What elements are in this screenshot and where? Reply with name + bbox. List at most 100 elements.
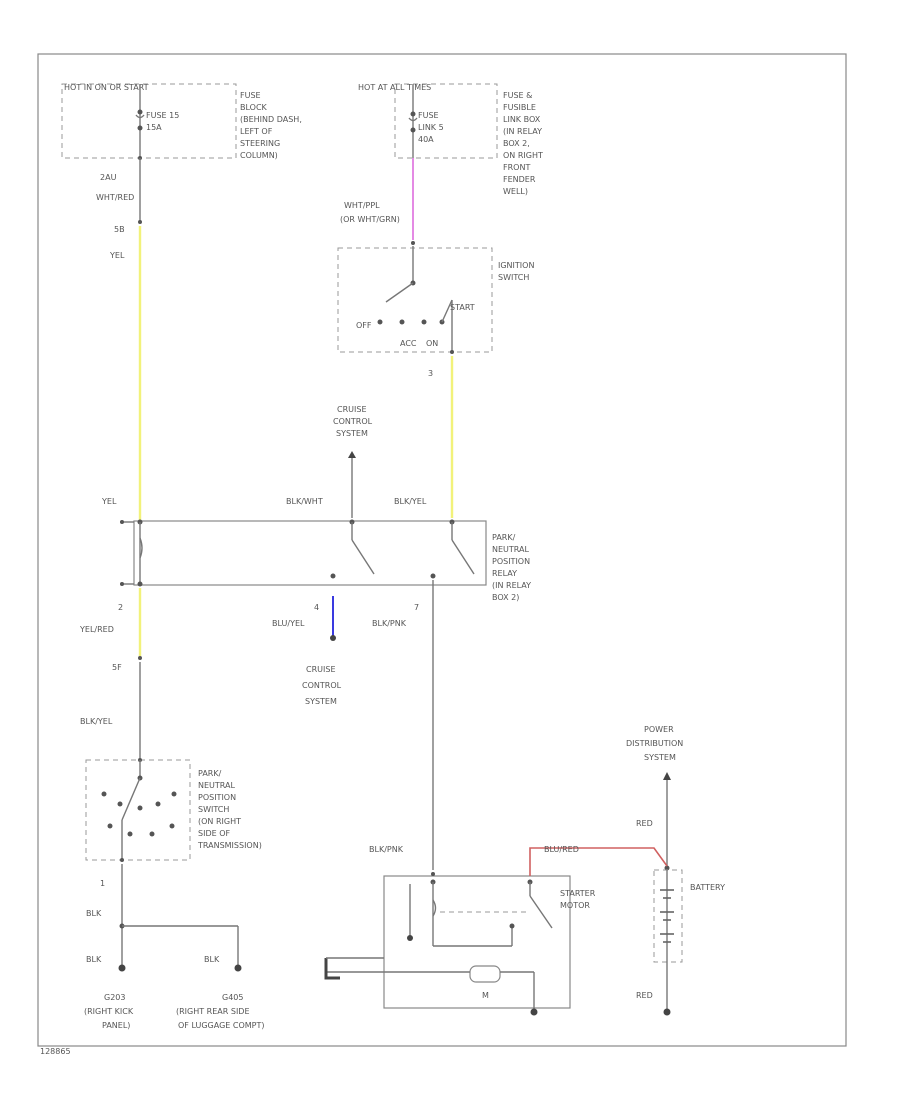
ignition-contact-acc xyxy=(399,319,405,325)
wire-label-yel-upper: YEL xyxy=(109,251,125,260)
fusible-box-loc-4: (IN RELAY xyxy=(503,127,542,136)
wire-label-5b: 5B xyxy=(114,225,125,234)
fusible-box-loc-9: WELL) xyxy=(503,187,528,196)
pnp-label-2: NEUTRAL xyxy=(198,781,235,790)
cruise-bottom-terminal xyxy=(330,635,336,641)
g405-label-1: G405 xyxy=(222,993,243,1002)
pnp-label-3: POSITION xyxy=(198,793,236,802)
fusible-box-loc-8: FENDER xyxy=(503,175,536,184)
fuse-block-loc-1: FUSE xyxy=(240,91,261,100)
relay-label-1: PARK/ xyxy=(492,533,516,542)
battery-ground-icon xyxy=(663,1008,671,1016)
pnp-switch-blade xyxy=(121,777,141,821)
ignition-switch-label-2: SWITCH xyxy=(498,273,529,282)
pnp-label-4: SWITCH xyxy=(198,805,229,814)
g405-label-3: OF LUGGAGE COMPT) xyxy=(178,1021,265,1030)
fusible-box-loc-2: FUSIBLE xyxy=(503,103,536,112)
starter-label-1: STARTER xyxy=(560,889,596,898)
ignition-switch-outline xyxy=(337,247,493,353)
wire-label-pin-2: 2 xyxy=(118,603,123,612)
cruise-bottom-label-2: CONTROL xyxy=(302,681,342,690)
g405-label-2: (RIGHT REAR SIDE xyxy=(176,1007,250,1016)
fuse-15-label: FUSE 15 xyxy=(146,111,179,120)
fuse-15-rating: 15A xyxy=(146,123,162,132)
fusible-box-loc-3: LINK BOX xyxy=(503,115,541,124)
fuse-block-loc-5: STEERING xyxy=(240,139,280,148)
pnp-switch-outline xyxy=(85,759,191,861)
fusible-box-loc-1: FUSE & xyxy=(503,91,532,100)
fuse-block-loc-4: LEFT OF xyxy=(240,127,273,136)
starter-m-label: M xyxy=(482,991,489,1000)
pnp-label-6: SIDE OF xyxy=(198,829,230,838)
g203-label-3: PANEL) xyxy=(102,1021,130,1030)
wire-label-blk-c: BLK xyxy=(204,955,220,964)
park-neutral-relay: YEL BLK/WHT BLK/YEL PARK/ NEUTRAL POSITI… xyxy=(101,497,531,602)
g203-label-2: (RIGHT KICK xyxy=(84,1007,134,1016)
relay-label-5: (IN RELAY xyxy=(492,581,531,590)
power-dist-label-3: SYSTEM xyxy=(644,753,676,762)
cruise-bottom-label-1: CRUISE xyxy=(306,665,336,674)
power-dist-label-2: DISTRIBUTION xyxy=(626,739,683,748)
relay-label-6: BOX 2) xyxy=(492,593,519,602)
relay-label-4: RELAY xyxy=(492,569,517,578)
fusible-box-loc-7: FRONT xyxy=(503,163,530,172)
fuse-block-loc-3: (BEHIND DASH, xyxy=(240,115,302,124)
starter-contact xyxy=(529,895,553,929)
wire-label-blk-pnk-starter: BLK/PNK xyxy=(369,845,404,854)
battery-positive-splice xyxy=(664,865,670,871)
wire-label-blk-yel-top: BLK/YEL xyxy=(394,497,427,506)
battery: BATTERY RED xyxy=(636,869,725,1016)
relay-contact-2 xyxy=(451,539,475,575)
fuse-block-title: HOT IN ON OR START xyxy=(64,83,149,92)
battery-outline xyxy=(653,869,683,963)
wire-label-wht-red: WHT/RED xyxy=(96,193,134,202)
ground-g405-icon xyxy=(234,964,242,972)
ignition-switch: OFF START ACC ON IGNITION SWITCH xyxy=(337,246,534,354)
battery-label: BATTERY xyxy=(690,883,725,892)
cruise-control-top: CRUISE CONTROL SYSTEM xyxy=(333,405,373,518)
starter-motor-coil xyxy=(469,965,501,983)
cruise-top-label-2: CONTROL xyxy=(333,417,373,426)
wht-ppl-wire xyxy=(411,158,415,245)
wire-label-red-bottom: RED xyxy=(636,991,653,1000)
relay-contact-1 xyxy=(351,539,375,575)
cruise-top-label-1: CRUISE xyxy=(337,405,367,414)
fuse-link-5-label-1: FUSE xyxy=(418,111,439,120)
starter-ground-icon xyxy=(530,1008,538,1016)
wire-label-pin-3: 3 xyxy=(428,369,433,378)
starter-motor: BLK/PNK M STARTER MOTOR xyxy=(324,845,596,1016)
wire-label-blk-pnk: BLK/PNK xyxy=(372,619,407,628)
ignition-on-label: ON xyxy=(426,339,438,348)
wire-label-5f: 5F xyxy=(112,663,122,672)
fuse-block-loc-2: BLOCK xyxy=(240,103,268,112)
fuse-link-5-rating: 40A xyxy=(418,135,434,144)
pnp-label-7: TRANSMISSION) xyxy=(197,841,262,850)
cruise-bottom-label-3: SYSTEM xyxy=(305,697,337,706)
ignition-switch-blade xyxy=(385,282,414,303)
wire-label-wht-ppl: WHT/PPL xyxy=(344,201,380,210)
ignition-contact-on xyxy=(421,319,427,325)
fusible-box-loc-5: BOX 2, xyxy=(503,139,530,148)
relay-outline xyxy=(133,520,487,586)
wire-label-blu-red: BLU/RED xyxy=(544,845,579,854)
pnp-label-5: (ON RIGHT xyxy=(198,817,241,826)
diagram-frame xyxy=(37,53,847,1047)
red-wire-starter xyxy=(529,847,668,876)
cruise-control-bottom: CRUISE CONTROL SYSTEM xyxy=(302,665,342,706)
wire-label-blk-a: BLK xyxy=(86,909,102,918)
wire-label-red-top: RED xyxy=(636,819,653,828)
starter-outline xyxy=(383,875,571,1009)
wire-label-blk-b: BLK xyxy=(86,955,102,964)
left-feed-wire xyxy=(138,158,142,520)
fuse-link-5-label-2: LINK 5 xyxy=(418,123,444,132)
cruise-top-arrow-icon xyxy=(348,451,356,458)
relay-label-2: NEUTRAL xyxy=(492,545,529,554)
g203-label-1: G203 xyxy=(104,993,125,1002)
wire-label-yel-red: YEL/RED xyxy=(79,625,114,634)
diagram-code: 128865 xyxy=(40,1047,71,1056)
fusible-link-box: HOT AT ALL TIMES FUSE LINK 5 40A FUSE & … xyxy=(358,83,543,196)
fusible-box-outline xyxy=(394,83,498,159)
wire-label-yel-relay: YEL xyxy=(101,497,117,506)
park-neutral-switch: PARK/ NEUTRAL POSITION SWITCH (ON RIGHT … xyxy=(85,758,262,862)
